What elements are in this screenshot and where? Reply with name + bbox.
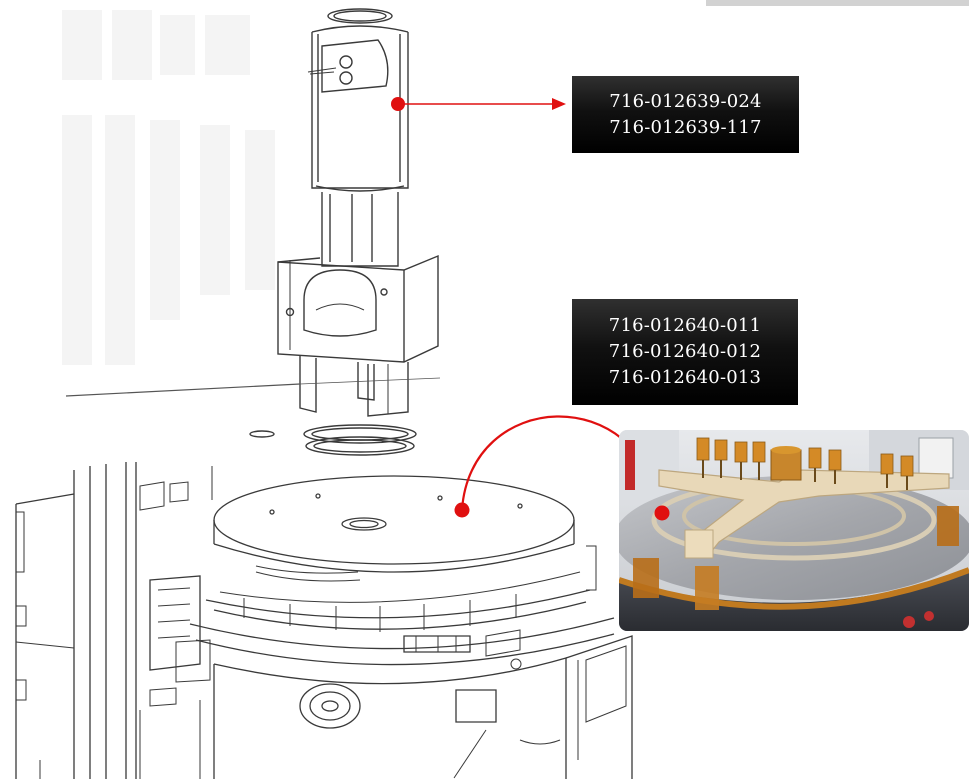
lower-part-number-label: 716-012640-011 716-012640-012 716-012640…	[572, 299, 798, 405]
upper-part-number-label: 716-012639-024 716-012639-117	[572, 76, 799, 153]
photo-bracket-foot	[684, 529, 714, 559]
upper-part-number-1: 716-012639-024	[609, 90, 762, 112]
photo-kapton-block-left	[633, 558, 659, 598]
lower-part-number-2: 716-012640-012	[608, 341, 762, 362]
upper-callout	[391, 97, 566, 111]
photo-chamber-base	[619, 570, 969, 631]
photo-red-panel	[625, 440, 635, 490]
lower-chamber-assembly	[15, 462, 633, 779]
lower-part-number-1: 716-012640-011	[608, 315, 762, 336]
red-dot-marker-icon	[391, 97, 405, 111]
photo-illustration	[619, 430, 969, 631]
lower-part-number-3: 716-012640-013	[608, 367, 762, 388]
photo-amber-posts	[696, 437, 914, 477]
horizon-line	[65, 377, 441, 397]
photo-kapton-ring	[619, 567, 969, 610]
installed-hardware-photo	[619, 430, 969, 631]
upper-part-number-2: 716-012639-117	[609, 116, 762, 138]
upper-actuator-assembly	[249, 8, 439, 456]
photo-kapton-block-center	[695, 566, 719, 610]
photo-center-hub	[770, 449, 802, 481]
ghost-artifacts	[62, 10, 275, 365]
photo-kapton-block-right	[937, 506, 959, 546]
red-arrowhead-icon	[552, 98, 566, 110]
photo-post-rods	[702, 460, 908, 490]
photo-bracket-spider	[658, 469, 950, 553]
top-gray-bar	[706, 0, 969, 6]
